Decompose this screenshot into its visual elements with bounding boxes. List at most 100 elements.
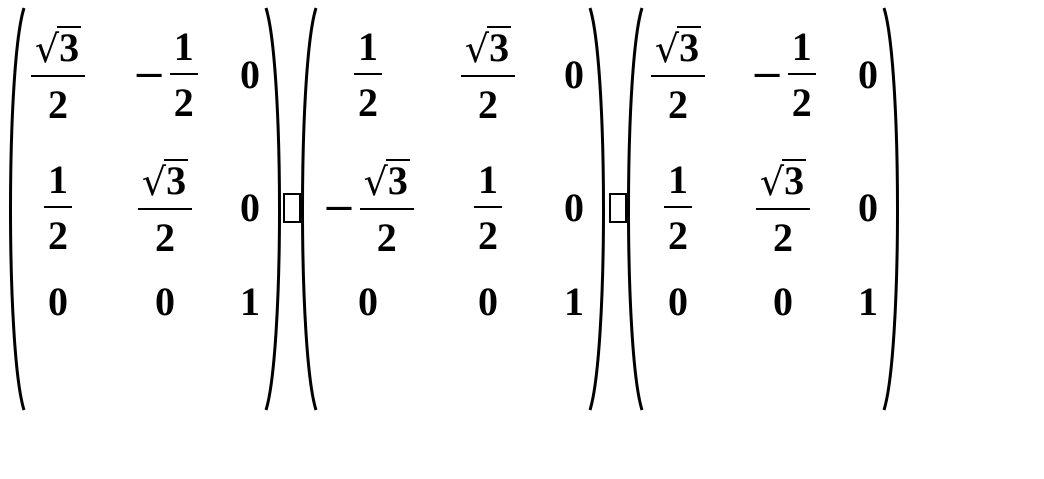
radicand: 3	[164, 157, 189, 203]
fraction-bar	[30, 74, 86, 77]
numerator-value: 1	[668, 157, 688, 202]
numerator: √3	[756, 158, 810, 204]
matrix-entry: 0	[358, 279, 378, 324]
matrix-cell: 1	[529, 272, 619, 332]
denominator: 2	[155, 214, 175, 260]
radicand: 3	[57, 24, 82, 70]
radical-sign-icon: √	[363, 159, 388, 204]
numerator: √3	[138, 157, 192, 204]
radicand: 3	[385, 157, 410, 203]
fraction-bar	[787, 73, 816, 75]
matrix-entry: 0	[773, 279, 793, 324]
matrix-entry: 0	[668, 279, 688, 324]
numerator: 1	[170, 27, 198, 67]
matrix-entry: 0	[564, 185, 584, 230]
numerator: √3	[31, 24, 85, 71]
radical-sign-icon: √	[759, 159, 785, 204]
radicand: 3	[677, 24, 702, 70]
denominator: 2	[791, 80, 812, 125]
fraction-bar	[354, 73, 382, 75]
matrix-cell: 0	[205, 10, 295, 140]
matrix-entry: 0	[858, 185, 878, 230]
numerator-value: 1	[791, 24, 812, 69]
matrix-entry: 1	[240, 279, 260, 324]
fraction: √3 2	[359, 157, 414, 260]
numerator: √3	[360, 157, 414, 204]
matrix-entry: 0	[240, 185, 260, 230]
fraction-bar	[650, 74, 706, 77]
square-root: √3	[141, 157, 189, 204]
numerator-value: 1	[173, 24, 194, 69]
matrix-cell: 0	[529, 10, 619, 140]
radicand: 3	[487, 24, 512, 70]
fraction: √3 2	[650, 24, 706, 127]
matrix-cell: 0	[823, 148, 913, 268]
matrix-cell: 0	[120, 272, 210, 332]
fraction-bar	[474, 206, 502, 208]
numerator-value: 1	[48, 157, 68, 202]
matrix-cell: √3 2	[120, 148, 210, 268]
right-parenthesis	[262, 6, 286, 412]
square-root: √3	[655, 24, 702, 70]
fraction-bar	[755, 207, 811, 210]
matrix-cell: 0	[13, 272, 103, 332]
matrix-entry: 0	[564, 52, 584, 97]
matrix-cell: 0	[738, 272, 828, 332]
matrix-cell: 0	[443, 272, 533, 332]
unrendered-operator-box-icon	[283, 193, 301, 223]
square-root: √3	[363, 157, 410, 204]
matrix-entry: 0	[48, 279, 68, 324]
denominator: 2	[478, 213, 498, 258]
radical-sign-icon: √	[141, 159, 167, 204]
matrix-cell: 0	[323, 272, 413, 332]
left-parenthesis	[296, 6, 320, 412]
radical-sign-icon: √	[34, 26, 60, 71]
denominator: 2	[48, 213, 68, 258]
denominator: 2	[48, 81, 68, 127]
numerator: 1	[788, 27, 816, 67]
matrix-entry: 0	[858, 52, 878, 97]
numerator: √3	[651, 24, 705, 70]
matrix-cell: 1	[205, 272, 295, 332]
fraction-bar	[460, 74, 516, 77]
matrix-cell: 0	[529, 148, 619, 268]
fraction-bar	[44, 206, 72, 208]
fraction-bar	[169, 73, 198, 75]
minus-sign: −	[322, 185, 356, 231]
left-parenthesis	[4, 6, 28, 412]
matrix-cell: 0	[205, 148, 295, 268]
matrix-entry: 0	[478, 279, 498, 324]
square-root: √3	[759, 158, 807, 204]
matrix-cell: 1	[823, 272, 913, 332]
matrix-cell: −√3 2	[322, 148, 414, 268]
denominator: 2	[668, 81, 688, 127]
numerator: 1	[474, 160, 502, 200]
matrix-entry: 0	[155, 279, 175, 324]
fraction-bar	[137, 207, 193, 210]
matrix-cell: 0	[633, 272, 723, 332]
matrix-cell: √3 2	[13, 10, 103, 140]
denominator: 2	[376, 214, 397, 260]
minus-sign: −	[750, 52, 784, 98]
unrendered-operator-box-icon	[609, 193, 627, 223]
fraction: √3 2	[30, 24, 86, 127]
matrix-entry: 1	[564, 279, 584, 324]
radical-sign-icon: √	[464, 26, 490, 71]
right-parenthesis	[880, 6, 904, 412]
